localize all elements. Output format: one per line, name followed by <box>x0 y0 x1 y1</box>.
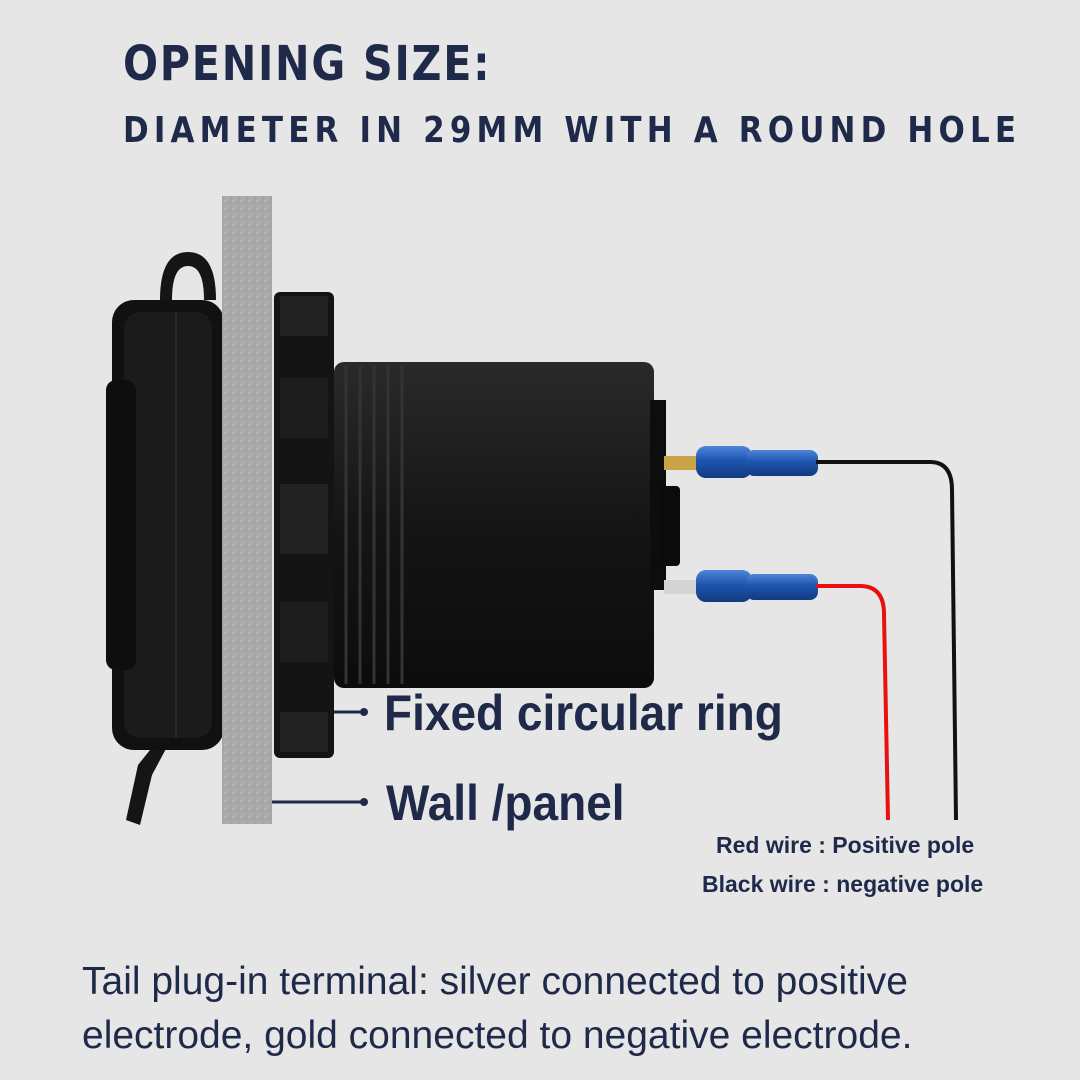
heading-diameter: DIAMETER IN 29MM WITH A ROUND HOLE <box>123 110 1022 151</box>
silver-terminal <box>664 580 702 594</box>
footer-line-2: electrode, gold connected to negative el… <box>82 1014 913 1057</box>
panel-label: Wall /panel <box>386 775 625 831</box>
connector-bottom <box>696 570 818 602</box>
footer-line-1: Tail plug-in terminal: silver connected … <box>82 960 908 1003</box>
fixed-ring-nut <box>274 292 334 758</box>
ring-leader-line <box>334 708 368 716</box>
socket-body <box>334 362 680 688</box>
heading-opening-size: OPENING SIZE: <box>123 36 492 92</box>
gold-terminal <box>664 456 702 470</box>
ring-label: Fixed circular ring <box>384 685 783 741</box>
black-wire <box>816 460 958 821</box>
red-wire-label: Red wire : Positive pole <box>716 832 975 858</box>
red-wire <box>816 584 890 821</box>
wall-panel <box>222 196 272 824</box>
footer-note: Tail plug-in terminal: silver connected … <box>82 955 1042 1063</box>
front-cap <box>106 252 224 825</box>
connector-top <box>696 446 818 478</box>
black-wire-label: Black wire : negative pole <box>702 871 984 897</box>
panel-leader-line <box>272 798 368 806</box>
